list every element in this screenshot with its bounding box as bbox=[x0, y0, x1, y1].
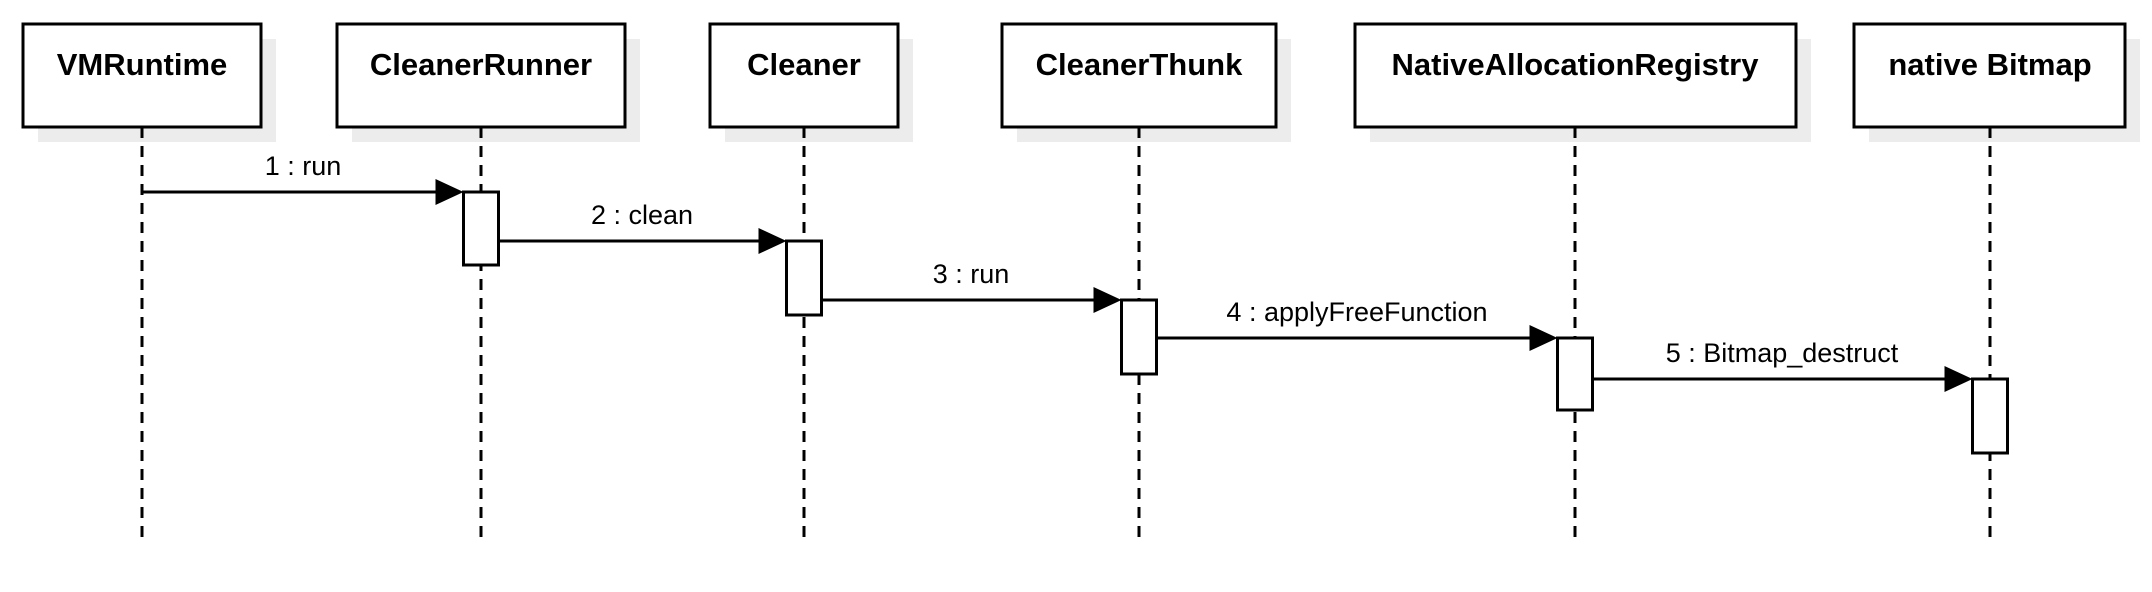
participant-nativeallocationregistry: NativeAllocationRegistry bbox=[1353, 22, 1811, 543]
participant-label-nativeallocationregistry: NativeAllocationRegistry bbox=[1392, 47, 1760, 82]
participant-label-cleaner: Cleaner bbox=[747, 47, 861, 82]
message-arrowhead-2 bbox=[758, 228, 787, 254]
participant-native-bitmap: native Bitmap bbox=[1852, 22, 2140, 543]
participant-box bbox=[1852, 22, 2127, 129]
message-3: 3 : run bbox=[821, 259, 1122, 313]
participant-label-cleanerrunner: CleanerRunner bbox=[370, 47, 592, 82]
participant-label-native-bitmap: native Bitmap bbox=[1888, 47, 2091, 82]
message-label-4: 4 : applyFreeFunction bbox=[1226, 297, 1487, 327]
message-arrowhead-4 bbox=[1529, 325, 1558, 351]
activation-bar-cleanerthunk bbox=[1120, 298, 1158, 376]
message-arrowhead-3 bbox=[1093, 287, 1122, 313]
participant-box bbox=[708, 22, 900, 129]
activation-bar-native-bitmap bbox=[1971, 377, 2009, 455]
message-label-1: 1 : run bbox=[265, 151, 342, 181]
message-1: 1 : run bbox=[142, 151, 464, 205]
participant-box bbox=[1000, 22, 1278, 129]
message-arrowhead-1 bbox=[435, 179, 464, 205]
participant-vmruntime: VMRuntime bbox=[21, 22, 276, 543]
activation-bar-nativeallocationregistry bbox=[1556, 336, 1594, 412]
participant-label-vmruntime: VMRuntime bbox=[57, 47, 228, 82]
message-label-3: 3 : run bbox=[933, 259, 1010, 289]
participant-box bbox=[21, 22, 263, 129]
message-2: 2 : clean bbox=[498, 200, 787, 254]
message-arrowhead-5 bbox=[1944, 366, 1973, 392]
message-label-5: 5 : Bitmap_destruct bbox=[1666, 338, 1899, 368]
participant-box bbox=[335, 22, 627, 129]
activation-bar-cleanerrunner bbox=[462, 190, 500, 267]
participant-label-cleanerthunk: CleanerThunk bbox=[1036, 47, 1243, 82]
participant-box bbox=[1353, 22, 1798, 129]
activation-bar-cleaner bbox=[785, 239, 823, 317]
participant-cleanerrunner: CleanerRunner bbox=[335, 22, 640, 543]
message-5: 5 : Bitmap_destruct bbox=[1592, 338, 1973, 392]
message-label-2: 2 : clean bbox=[591, 200, 693, 230]
message-4: 4 : applyFreeFunction bbox=[1156, 297, 1558, 351]
participant-cleanerthunk: CleanerThunk bbox=[1000, 22, 1291, 543]
participant-cleaner: Cleaner bbox=[708, 22, 913, 543]
